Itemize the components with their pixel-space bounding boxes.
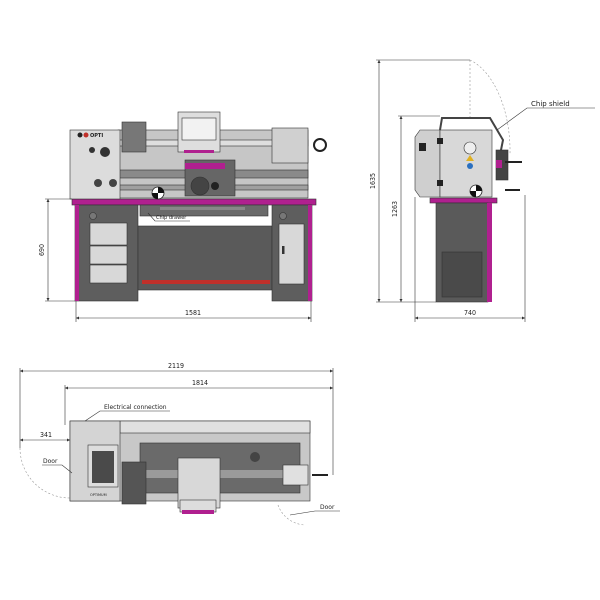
headstock-side — [414, 129, 441, 198]
dimension-machine-length: 1814 — [192, 379, 208, 387]
bolt-icon — [89, 212, 97, 220]
pedestal-edge — [308, 205, 312, 301]
chip-drawer-handle — [160, 207, 245, 210]
selector-knob[interactable] — [89, 147, 95, 153]
door-label-right: Door — [320, 504, 335, 511]
top-view: OPTIMUM Electrical connection Door Door … — [19, 362, 340, 526]
stand-top — [71, 198, 317, 206]
info-icon — [467, 163, 473, 169]
drawer[interactable] — [89, 245, 128, 265]
drawer[interactable] — [89, 222, 128, 246]
chip-drawer[interactable] — [139, 204, 269, 217]
dimension-depth: 740 — [464, 309, 476, 317]
handwheel-icon[interactable] — [190, 176, 210, 196]
dimension-door-swing: 341 — [40, 431, 52, 439]
dial-icon — [94, 179, 102, 187]
door-handle — [282, 246, 285, 254]
tailstock-handwheel-icon[interactable] — [313, 138, 327, 152]
red-bar — [142, 280, 270, 284]
button-icon — [83, 132, 89, 138]
dimension-height: 690 — [38, 244, 46, 256]
carriage-top — [177, 457, 221, 509]
warning-icon — [466, 155, 474, 161]
headstock — [69, 129, 121, 200]
chip-shield-label: Chip shield — [531, 100, 570, 108]
chip-shield — [439, 117, 505, 156]
chuck-guard — [121, 121, 147, 153]
center-panel — [137, 225, 273, 291]
logo-text: OPTIMUM — [90, 493, 107, 497]
drawer[interactable] — [89, 264, 128, 284]
button-icon — [77, 132, 83, 138]
logo-text: OPTI — [90, 133, 103, 139]
side-view: Chip shield 1635 1263 740 — [369, 59, 595, 322]
chip-shield-swing-arc — [469, 59, 511, 156]
stand-top — [429, 197, 498, 204]
dimension-total-length: 2119 — [168, 362, 184, 370]
door-swing-arc — [277, 504, 306, 526]
tailstock — [271, 127, 309, 164]
dimension-width: 1581 — [185, 309, 201, 317]
knob-icon — [211, 182, 219, 190]
door-label-left: Door — [43, 458, 58, 465]
chip-drawer-label: Chip drawer — [156, 215, 187, 221]
bolt-icon — [279, 212, 287, 220]
selector-knob[interactable] — [100, 147, 110, 157]
dimension-machine-height: 1263 — [391, 201, 399, 217]
electrical-box — [92, 451, 114, 483]
electrical-connection-label: Electrical connection — [104, 404, 167, 411]
dial-icon — [109, 179, 117, 187]
vent-icon — [250, 452, 260, 462]
dimension-total-height: 1635 — [369, 173, 377, 189]
pedestal-edge — [75, 205, 79, 301]
front-view: OPTI Chip drawer 690 1581 — [38, 111, 327, 322]
door-swing-arc — [19, 447, 71, 499]
